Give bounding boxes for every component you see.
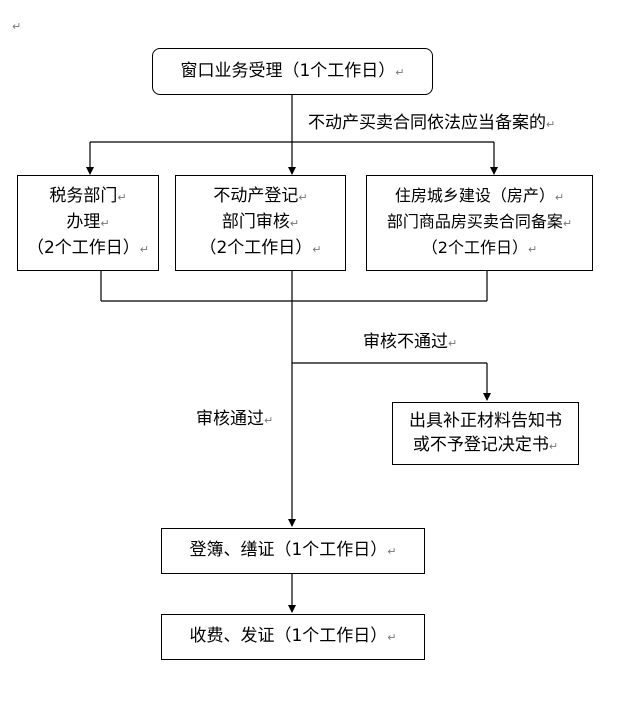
label-review-passed: 审核通过↵ (196, 409, 274, 429)
label-review-failed: 审核不通过↵ (363, 332, 458, 352)
node-window-acceptance: 窗口业务受理（1个工作日）↵ (152, 48, 433, 95)
node-housing-contract-filing: 住房城乡建设（房产）↵ 部门商品房买卖合同备案↵ （2个工作日）↵ (366, 175, 593, 271)
node-register-certificate: 登簿、缮证（1个工作日）↵ (161, 528, 425, 574)
paragraph-mark: ↵ (12, 20, 22, 33)
node-fee-issue: 收费、发证（1个工作日）↵ (161, 614, 425, 660)
node-supplement-notice: 出具补正材料告知书 或不予登记决定书↵ (392, 402, 579, 465)
label-filing-condition: 不动产买卖合同依法应当备案的↵ (308, 113, 556, 133)
node-tax-department: 税务部门↵ 办理↵ （2个工作日）↵ (17, 175, 159, 271)
node-realestate-review: 不动产登记↵ 部门审核↵ （2个工作日）↵ (175, 175, 346, 271)
